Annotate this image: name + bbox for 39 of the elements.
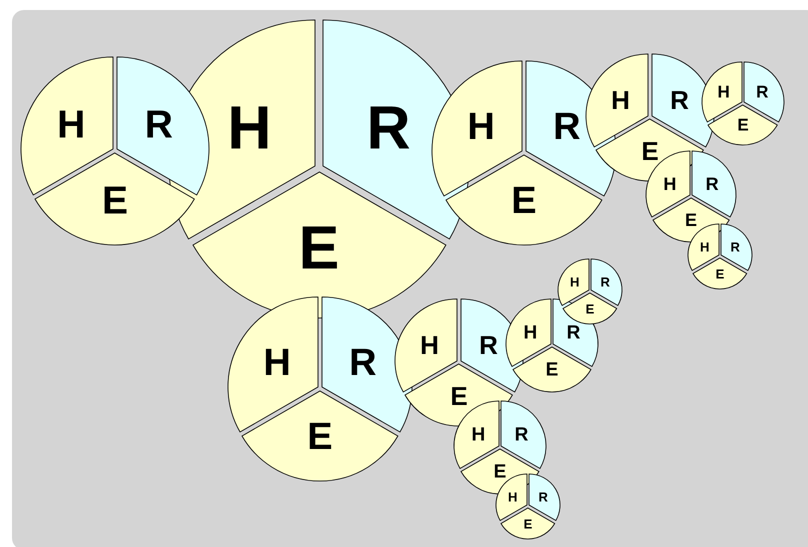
sector-letter: H (663, 174, 676, 193)
sector-letter: H (467, 108, 495, 146)
sector-letter: H (227, 97, 272, 158)
sector-letter: E (298, 218, 340, 279)
sector-letter: E (641, 138, 659, 164)
sector-letter: R (600, 276, 610, 289)
sector-letter: H (420, 332, 439, 358)
sector-letter: E (511, 182, 537, 220)
sector-letter: H (263, 344, 291, 382)
sector-letter: R (553, 108, 581, 146)
sector-letter: H (57, 105, 86, 144)
sector-letter: E (546, 360, 558, 380)
sector-letter: H (472, 425, 486, 444)
sector-letter: E (494, 462, 506, 482)
sector-letter: R (144, 105, 173, 144)
sector-letter: E (737, 116, 749, 134)
sector-letter: E (524, 517, 532, 530)
sector-letter: E (450, 383, 468, 410)
sector-letter: R (706, 174, 719, 193)
sector-letter: H (718, 83, 730, 100)
sector-letter: R (730, 240, 740, 254)
sector-letter: E (307, 418, 333, 456)
sector-letter: R (514, 425, 528, 444)
sector-letter: R (366, 97, 411, 158)
sector-letter: R (538, 490, 548, 504)
sector-letter: H (611, 86, 630, 113)
sector-letter: H (570, 276, 580, 289)
sector-letter: E (102, 181, 128, 220)
sector-letter: R (566, 323, 580, 342)
sector-letter: R (670, 86, 689, 113)
sector-letter: E (716, 267, 724, 280)
sector-letter: H (700, 240, 710, 254)
sector-letter: E (684, 211, 697, 230)
sector-letter: R (479, 332, 498, 358)
sector-letter: H (508, 490, 518, 504)
sector-letter: E (586, 302, 594, 316)
sector-letter: R (349, 344, 377, 382)
sector-letter: R (756, 83, 768, 100)
sector-letter: H (524, 323, 538, 342)
